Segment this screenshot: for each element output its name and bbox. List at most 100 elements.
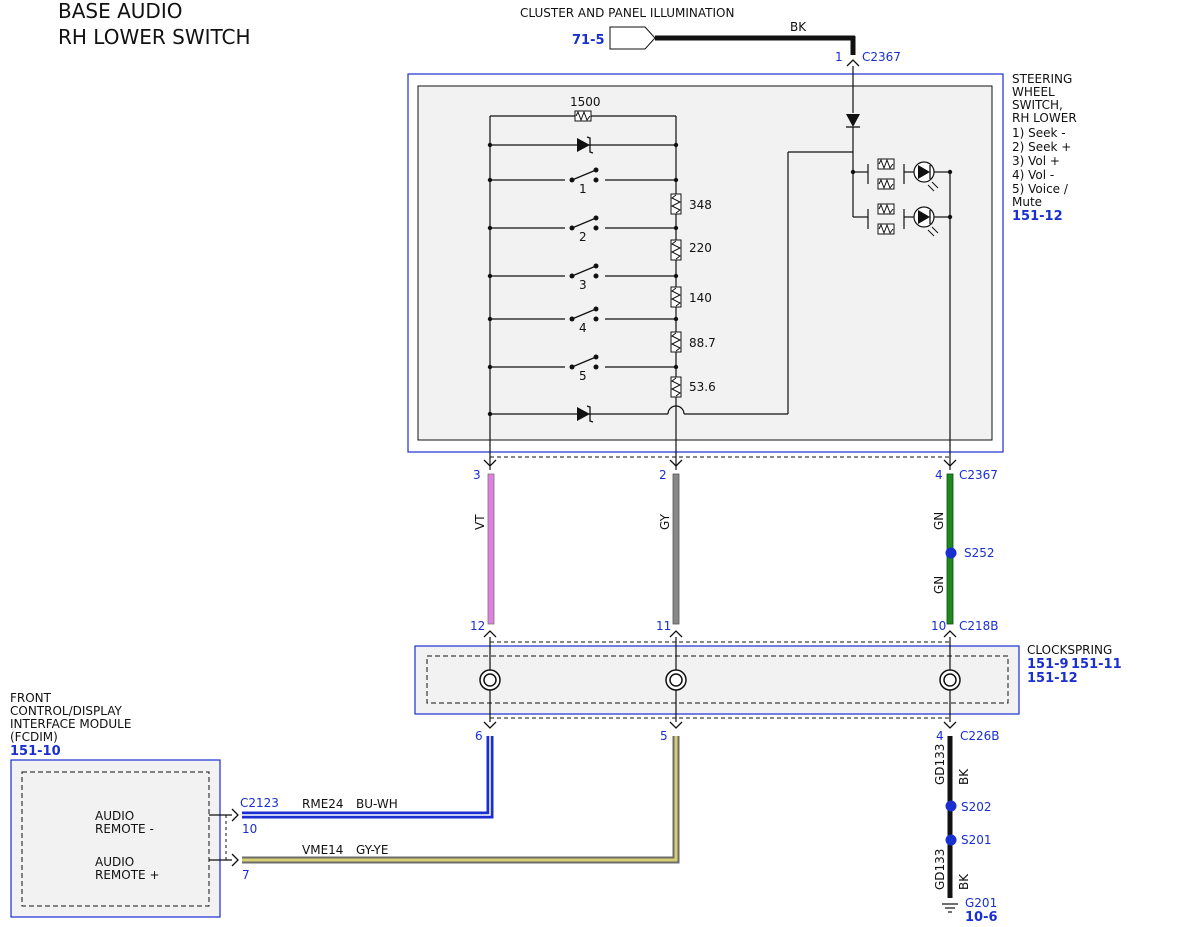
- c2367-pin-2: 2: [659, 468, 667, 482]
- rme24-circuit-label: RME24: [302, 797, 344, 811]
- resistor-140-label: 140: [689, 291, 712, 305]
- ground-circuit-2: GD133: [933, 849, 947, 890]
- gy-wire-label: GY: [658, 513, 672, 530]
- illumination-diode: [846, 114, 860, 127]
- c226b-connector-label: C226B: [960, 729, 1000, 743]
- switch-function-4: 4) Vol -: [1012, 168, 1054, 182]
- clockspring-name: CLOCKSPRING: [1027, 643, 1112, 657]
- fcdim-name-line-2: CONTROL/DISPLAY: [10, 704, 123, 718]
- splice-s201-label: S201: [961, 833, 992, 847]
- switch-number-5: 5: [579, 369, 587, 383]
- bu-wh-color-label: BU-WH: [356, 797, 398, 811]
- audio-remote-minus-line-2: REMOTE -: [95, 822, 154, 836]
- switch-function-5-cont: Mute: [1012, 195, 1042, 209]
- c218b-pin-11: 11: [656, 619, 671, 633]
- diagram-title-line-2: RH LOWER SWITCH: [58, 25, 251, 49]
- fcdim-name-line-1: FRONT: [10, 691, 52, 705]
- splice-s201: [945, 834, 957, 846]
- led-resistor-2a: [877, 203, 895, 215]
- audio-remote-plus-line-2: REMOTE +: [95, 868, 160, 882]
- ground-symbol-icon: [942, 903, 958, 913]
- ground-g201-label: G201: [965, 896, 997, 910]
- splice-s252: [945, 547, 957, 559]
- c218b-pin-10: 10: [931, 619, 946, 633]
- c218b-connector-label: C218B: [959, 619, 999, 633]
- resistor-220-label: 220: [689, 241, 712, 255]
- c2367-pin-3: 3: [473, 468, 481, 482]
- ground-circuit-1: GD133: [933, 744, 947, 785]
- ground-color-2: BK: [957, 873, 971, 890]
- vt-wire: [487, 473, 495, 625]
- resistor-140: [670, 286, 682, 308]
- resistor-348: [670, 193, 682, 215]
- resistor-53-6: [670, 376, 682, 398]
- illumination-circuit-label: CLUSTER AND PANEL ILLUMINATION: [520, 6, 734, 20]
- switch-number-1: 1: [579, 182, 587, 196]
- switch-ref-link[interactable]: 151-12: [1012, 209, 1063, 224]
- audio-remote-minus-line-1: AUDIO: [95, 809, 134, 823]
- clockspring-ref-3[interactable]: 151-12: [1027, 671, 1078, 686]
- led-1: [913, 161, 939, 192]
- c2367-top-connector-label: C2367: [862, 50, 901, 64]
- fcdim-name-line-3: INTERFACE MODULE: [10, 717, 131, 731]
- led-resistor-1a: [877, 158, 895, 170]
- led-2: [913, 206, 939, 237]
- c2367-pin-4: 4: [935, 468, 943, 482]
- clockspring-ring-1: [479, 669, 501, 691]
- switch-name-line-2: WHEEL: [1012, 85, 1055, 99]
- clockspring-ring-3: [939, 669, 961, 691]
- gy-ye-wire: [242, 736, 680, 864]
- clockspring-ref-2[interactable]: 151-11: [1071, 657, 1122, 672]
- ground-ref-link[interactable]: 10-6: [965, 910, 998, 925]
- fcdim-module-frame: [10, 759, 221, 918]
- switch-function-2: 2) Seek +: [1012, 140, 1071, 154]
- gy-wire: [672, 473, 680, 625]
- c2123-pin-7: 7: [242, 868, 250, 882]
- c2367-pin-1: 1: [835, 50, 843, 64]
- splice-s202-label: S202: [961, 800, 992, 814]
- splice-s252-label: S252: [964, 546, 995, 560]
- switch-number-2: 2: [579, 230, 587, 244]
- diagram-title-line-1: BASE AUDIO: [58, 0, 182, 23]
- resistor-53-6-label: 53.6: [689, 380, 716, 394]
- clockspring-ring-2: [665, 669, 687, 691]
- c226b-pin-4: 4: [936, 729, 944, 743]
- ground-color-1: BK: [957, 768, 971, 785]
- c2123-connector-label: C2123: [240, 796, 279, 810]
- splice-s202: [945, 800, 957, 812]
- resistor-220: [670, 239, 682, 261]
- fcdim-name-line-4: (FCDIM): [10, 730, 58, 744]
- bu-wh-wire: [242, 736, 494, 819]
- fcdim-ref-link[interactable]: 151-10: [10, 744, 61, 759]
- vme14-circuit-label: VME14: [302, 843, 343, 857]
- zener-diode-top: [577, 136, 594, 154]
- led-resistor-1b: [877, 178, 895, 190]
- gn-wire-label-lower: GN: [932, 576, 946, 594]
- illumination-source-connector: [609, 26, 656, 50]
- resistor-1500: [574, 110, 592, 122]
- clockspring-ref-1[interactable]: 151-9: [1027, 657, 1069, 672]
- resistor-88-7: [670, 331, 682, 353]
- switch-module-frame: [407, 73, 1004, 453]
- c2123-pin-10: 10: [242, 822, 257, 836]
- switch-function-5: 5) Voice /: [1012, 182, 1069, 196]
- switch-name-line-3: SWITCH,: [1012, 98, 1063, 112]
- resistor-1500-label: 1500: [570, 95, 601, 109]
- resistor-88-7-label: 88.7: [689, 336, 716, 350]
- audio-remote-plus-line-1: AUDIO: [95, 855, 134, 869]
- vt-wire-label: VT: [473, 514, 487, 530]
- resistor-348-label: 348: [689, 198, 712, 212]
- gn-wire-label-upper: GN: [932, 512, 946, 530]
- switch-name-line-1: STEERING: [1012, 72, 1072, 86]
- switch-number-3: 3: [579, 278, 587, 292]
- illumination-ref-link[interactable]: 71-5: [572, 33, 605, 48]
- c226b-pin-6: 6: [475, 729, 483, 743]
- c226b-pin-5: 5: [660, 729, 668, 743]
- c218b-pin-12: 12: [470, 619, 485, 633]
- switch-function-1: 1) Seek -: [1012, 126, 1066, 140]
- zener-diode-bottom: [577, 405, 594, 423]
- switch-function-3: 3) Vol +: [1012, 154, 1060, 168]
- bk-wire-color-label: BK: [790, 20, 807, 34]
- switch-name-line-4: RH LOWER: [1012, 111, 1077, 125]
